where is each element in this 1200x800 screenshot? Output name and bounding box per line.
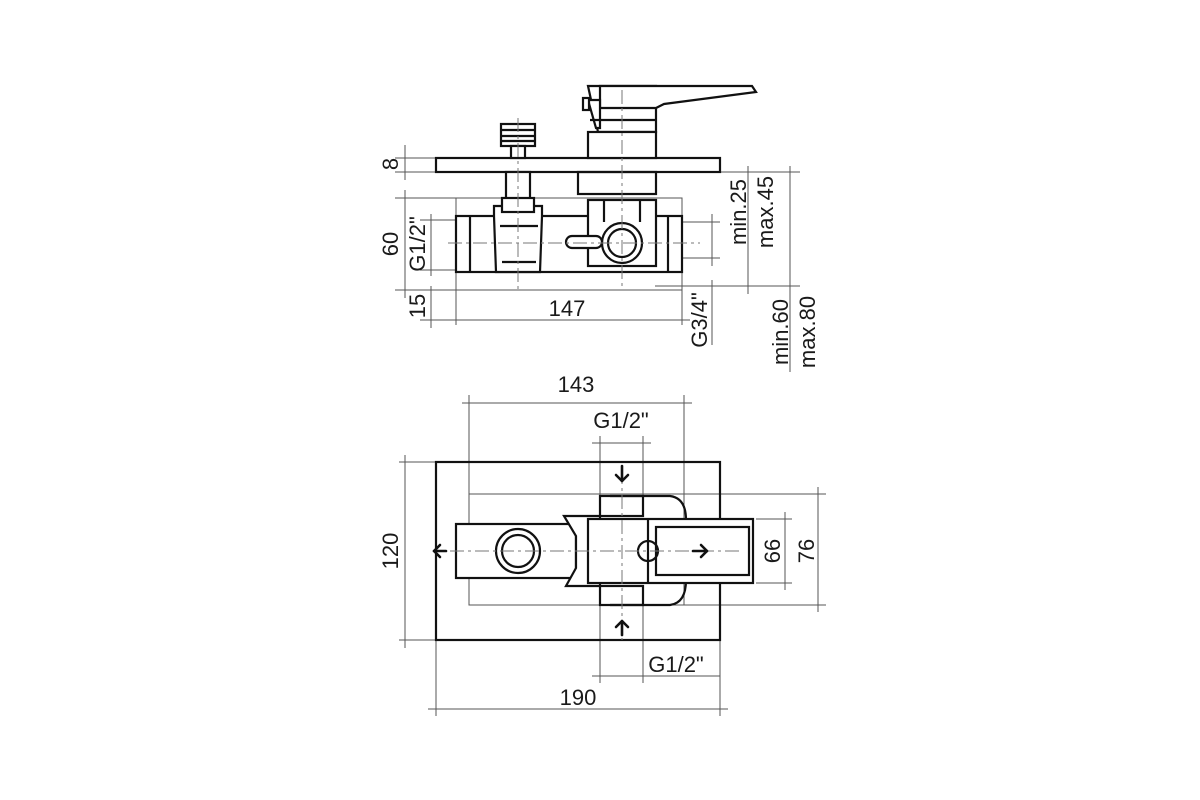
arrow-up-icon [614, 619, 630, 637]
front-view: 143 G1/2" G1/2" 120 190 66 76 [378, 372, 826, 716]
mixer-sleeve [576, 170, 658, 196]
arrow-down-icon [614, 464, 630, 483]
flow-arrows [432, 464, 709, 637]
arrow-left-icon [432, 543, 448, 559]
front-view-dimension-lines [399, 395, 826, 716]
dim-box-height: 76 [794, 539, 819, 563]
mixer-body [454, 196, 684, 274]
dim-install-depth-max: max.80 [795, 296, 820, 368]
dim-box-width: 143 [558, 372, 595, 397]
dim-outlet-thread: G3/4" [687, 292, 712, 348]
dim-body-height: 60 [378, 232, 403, 256]
front-view-centerlines [450, 470, 740, 640]
wall-plate [434, 156, 722, 174]
dim-top-inlet-thread: G1/2" [593, 408, 649, 433]
dim-plate-height: 120 [378, 533, 403, 570]
lever-handle [581, 84, 758, 134]
dim-plate-width: 190 [560, 685, 597, 710]
dim-plate-depth-max: max.45 [753, 176, 778, 248]
side-view-dimension-lines [404, 145, 791, 372]
side-view: 8 60 G1/2" 15 147 G3/4" min.25 max.45 mi… [378, 84, 820, 372]
arrow-right-icon [691, 543, 709, 559]
dim-install-depth-min: min.60 [768, 299, 793, 365]
dim-inlet-thread: G1/2" [405, 216, 430, 272]
side-view-centerlines [448, 90, 700, 290]
dim-lever-height: 66 [760, 539, 785, 563]
dim-plate-thickness: 8 [378, 158, 403, 170]
dim-plate-depth-min: min.25 [726, 179, 751, 245]
dim-rear-offset: 15 [405, 294, 430, 318]
dim-body-length: 147 [549, 296, 586, 321]
dim-bottom-inlet-thread: G1/2" [648, 652, 704, 677]
